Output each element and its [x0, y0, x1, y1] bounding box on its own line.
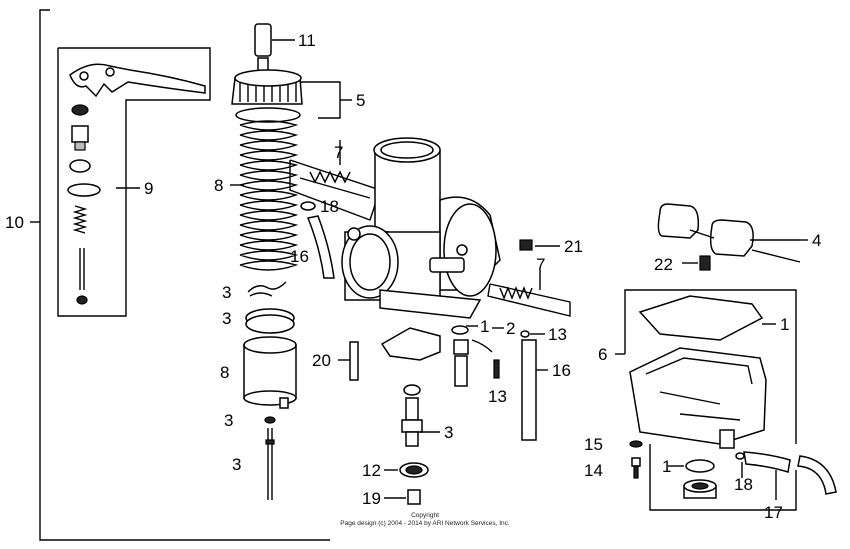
idle-adjust-screw-part — [487, 270, 571, 317]
starter-jet-part — [338, 341, 359, 381]
label-2: 2 — [506, 319, 515, 338]
label-3-washer: 3 — [224, 411, 233, 430]
label-3-holder: 3 — [444, 423, 453, 442]
cable-adjuster-parts — [67, 104, 101, 305]
label-4: 4 — [812, 231, 821, 250]
float-valve-part — [682, 255, 711, 271]
label-16-lower: 16 — [552, 361, 571, 380]
label-15: 15 — [584, 435, 603, 454]
overflow-tube-part — [521, 339, 548, 441]
float-part — [657, 203, 808, 263]
label-13-lower: 13 — [488, 387, 507, 406]
label-17: 17 — [764, 503, 783, 522]
throttle-lever-part — [69, 63, 206, 98]
label-1-needle-jet: 1 — [480, 317, 489, 336]
o-ring-upper-part — [300, 201, 316, 211]
throttle-stop-screw-part — [289, 140, 381, 221]
label-1-gasket: 1 — [780, 315, 789, 334]
float-chamber-gasket-part — [638, 295, 776, 341]
label-19: 19 — [362, 489, 381, 508]
throttle-valve-spring-part — [230, 120, 299, 271]
main-jet-holder-part — [401, 384, 440, 447]
label-16-upper: 16 — [290, 247, 309, 266]
label-20: 20 — [312, 351, 331, 370]
label-22: 22 — [654, 255, 673, 274]
carburetor-body-part — [341, 137, 501, 319]
label-7-upper: 7 — [334, 143, 343, 162]
label-18-upper: 18 — [320, 197, 339, 216]
needle-clip-part — [247, 281, 287, 297]
label-13-upper: 13 — [548, 325, 567, 344]
label-9: 9 — [144, 179, 153, 198]
group-bracket-6 — [615, 289, 797, 511]
pilot-air-screw-part — [519, 239, 560, 251]
label-5: 5 — [356, 91, 365, 110]
main-jet-part — [384, 489, 421, 505]
label-8-lower: 8 — [220, 363, 229, 382]
label-3-retainer: 3 — [222, 309, 231, 328]
label-18-lower: 18 — [734, 475, 753, 494]
label-1-drain: 1 — [662, 457, 671, 476]
label-7-lower: 7 — [536, 255, 545, 274]
label-6: 6 — [598, 345, 607, 364]
needle-jet-parts — [451, 325, 504, 387]
screw-13-part — [493, 330, 545, 379]
retainer-ring-part — [245, 308, 295, 334]
drain-tube-parts — [735, 451, 837, 500]
label-3-clip: 3 — [222, 283, 231, 302]
label-12: 12 — [362, 461, 381, 480]
label-11: 11 — [298, 31, 316, 50]
screw-14-and-washer-15-parts — [629, 440, 643, 479]
top-cap-nut-part — [254, 23, 295, 57]
vent-tube-upper-part — [306, 215, 335, 279]
label-3-needle: 3 — [232, 455, 241, 474]
copyright-text: Page design (c) 2004 - 2014 by ARI Netwo… — [340, 520, 510, 527]
mixing-chamber-cap-part — [231, 57, 352, 123]
label-10: 10 — [5, 213, 24, 232]
copyright-title: Copyright — [411, 512, 439, 519]
throttle-valve-slide-part — [243, 336, 297, 409]
washer-12-part — [384, 462, 429, 478]
group-bracket-9 — [57, 47, 211, 317]
cable-guide-plate-part — [380, 327, 441, 361]
drain-plug-parts — [668, 459, 717, 499]
label-21: 21 — [564, 237, 583, 256]
callout-labels: 10 9 11 5 8 7 18 16 3 3 8 3 3 20 21 7 1 … — [5, 31, 821, 522]
float-chamber-bowl-part — [629, 347, 767, 449]
label-14: 14 — [584, 461, 603, 480]
group-bracket-10 — [30, 9, 330, 541]
label-8-upper: 8 — [214, 176, 223, 195]
jet-needle-parts — [264, 416, 276, 500]
